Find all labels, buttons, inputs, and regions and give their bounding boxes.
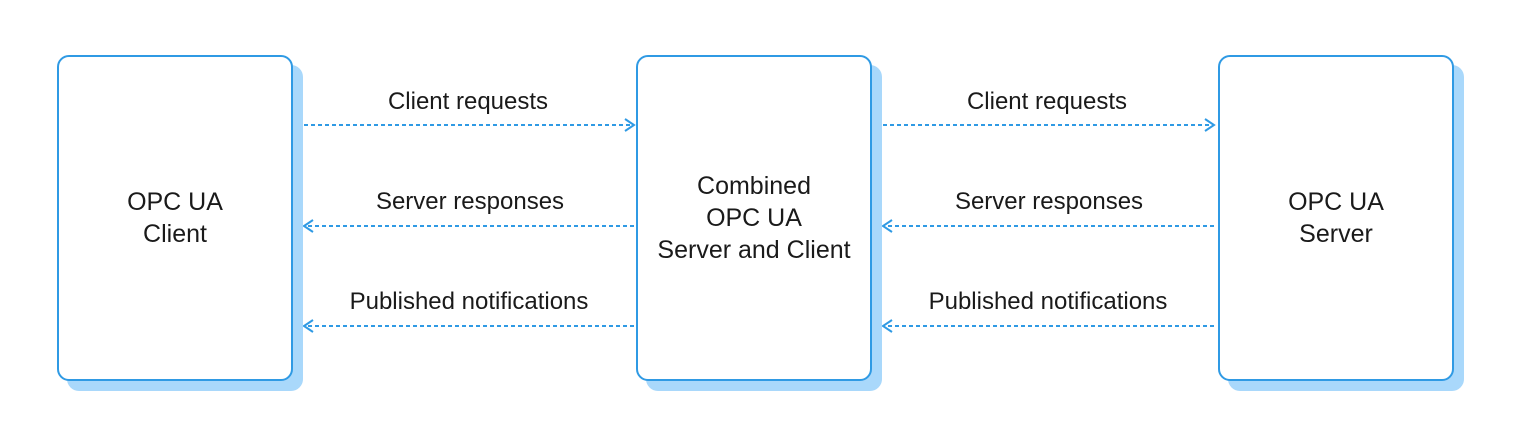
edge-label-right-requests: Client requests [966,88,1128,115]
node-label: Combined OPC UA Server and Client [657,172,851,264]
edge-label-right-notifications: Published notifications [928,288,1168,315]
node-opc-ua-client: OPC UA Client [57,55,303,391]
node-box: Combined OPC UA Server and Client [636,55,872,381]
node-box: OPC UA Client [57,55,293,381]
edge-label-left-notifications: Published notifications [349,288,589,315]
edge-label-right-responses: Server responses [954,188,1144,215]
edge-label-left-requests: Client requests [387,88,549,115]
node-label: OPC UA Client [127,188,223,248]
edge-label-left-responses: Server responses [375,188,565,215]
node-opc-ua-server: OPC UA Server [1218,55,1464,391]
node-label: OPC UA Server [1288,188,1384,248]
node-combined-server-client: Combined OPC UA Server and Client [636,55,882,391]
node-box: OPC UA Server [1218,55,1454,381]
